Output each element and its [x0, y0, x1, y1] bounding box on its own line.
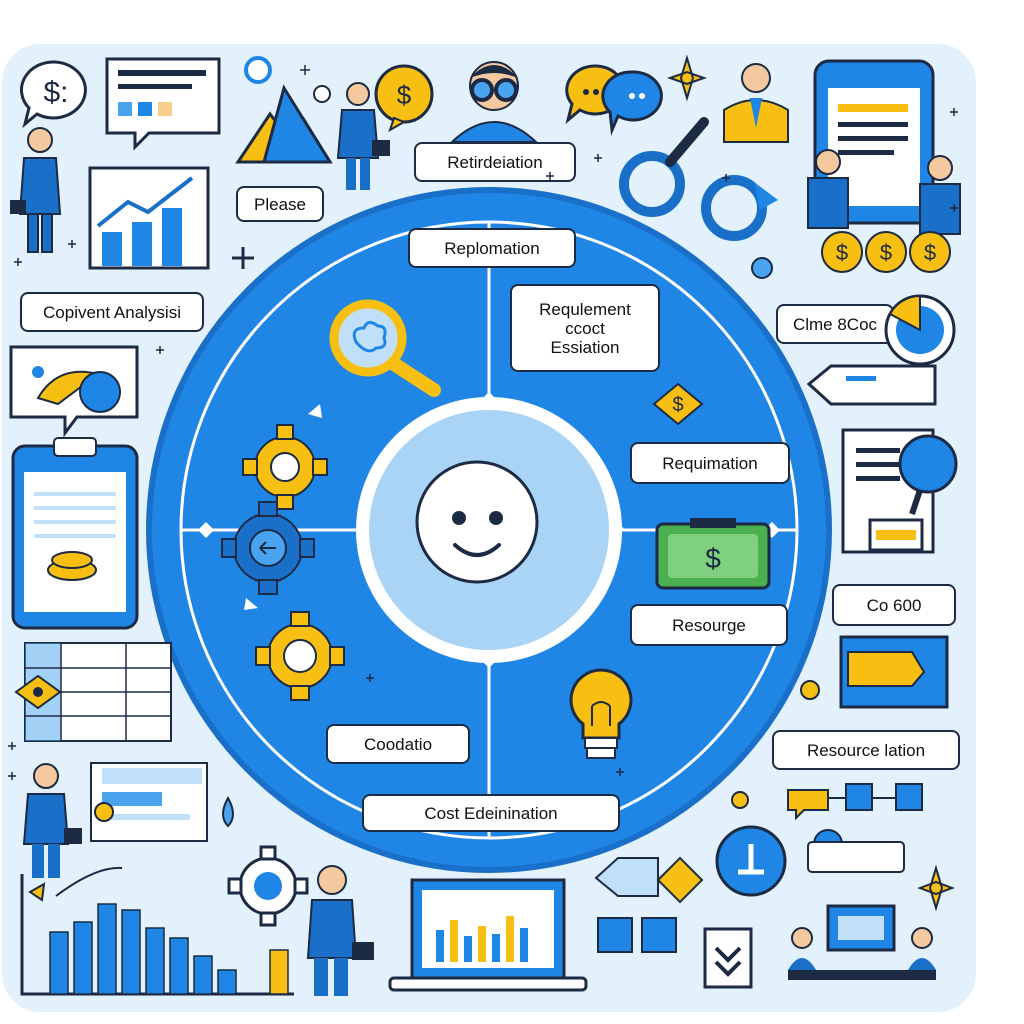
svg-text:$: $: [397, 80, 412, 110]
svg-text:$: $: [924, 240, 936, 265]
svg-text:$: $: [705, 543, 721, 574]
gear-icon: [227, 845, 309, 927]
pie-chart-icon: [884, 294, 956, 366]
chart-bubble-icon: [9, 345, 139, 438]
magnifier-icon: [329, 299, 441, 397]
mountain-icon: [235, 84, 333, 164]
label-cost-edeinination: Cost Edeinination: [362, 794, 620, 832]
sparkle-icon: [666, 54, 708, 102]
label-resource-lation: Resource lation: [772, 730, 960, 770]
label-clime-cost: Clme 8Coc: [776, 304, 894, 344]
label-resourge: Resourge: [630, 604, 788, 646]
svg-text:$: $: [880, 240, 892, 265]
businessman-icon: [10, 127, 62, 253]
info-circle-icon: [715, 825, 787, 897]
manager-icon: [723, 63, 789, 143]
folder-icon: [839, 635, 949, 709]
diamond-coin-icon: [14, 674, 62, 710]
document-card-icon: [105, 57, 221, 151]
growth-chart-icon: [88, 166, 210, 270]
svg-text:$:: $:: [43, 76, 68, 109]
sparkle-icon: [917, 864, 955, 912]
label-please: Please: [236, 186, 324, 222]
clipboard-icon: [11, 437, 139, 630]
businessman-icon: [22, 763, 82, 878]
chat-bubbles-icon: [565, 64, 663, 136]
businessman-icon: [336, 82, 390, 190]
folder-tag-icon: [806, 364, 937, 406]
dollar-coin-icon: $: [652, 382, 704, 426]
meeting-icon: [788, 904, 936, 980]
svg-text:$: $: [836, 240, 848, 265]
consultant-avatar-icon: [449, 61, 539, 143]
bar-chart-icon: [20, 866, 294, 996]
label-replomation: Replomation: [408, 228, 576, 268]
report-search-icon: [841, 428, 958, 554]
label-requirement-cost-estimation: Requlement ccoct Essiation: [510, 284, 660, 372]
dollar-speech-bubble-icon: $:: [19, 60, 87, 129]
team-coins-icon: $ $ $: [807, 149, 961, 273]
document-stack-icon: [90, 762, 208, 842]
label-coodatio: Coodatio: [326, 724, 470, 764]
businessman-icon: [306, 865, 374, 996]
gear-icon: [242, 424, 328, 510]
laptop-chart-icon: [388, 878, 588, 992]
gear-icon: [255, 611, 345, 701]
label-requimation: Requimation: [630, 442, 790, 484]
label-competent-analysis: Copivent Analysisi: [20, 292, 204, 332]
dollar-coin-icon: $: [374, 64, 434, 133]
label-co-goo: Co 600: [832, 584, 956, 626]
money-bill-icon: $: [655, 518, 771, 590]
smiley-face-icon: [415, 460, 539, 584]
chevron-down-icon: [703, 927, 753, 989]
ring-key-icon: [619, 117, 778, 241]
diamond-puzzle-icon: [594, 856, 704, 953]
flowchart-icon: [787, 783, 923, 873]
lightbulb-icon: [569, 668, 633, 759]
svg-text:$: $: [672, 394, 683, 416]
gear-icon: [221, 501, 315, 595]
